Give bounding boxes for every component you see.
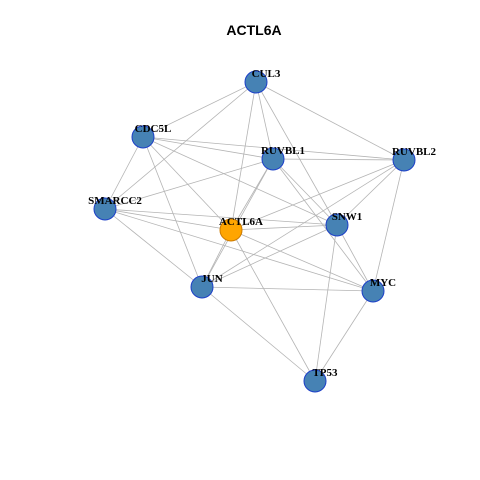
edge-ruvbl2-myc <box>372 159 405 292</box>
node-label-tp53: TP53 <box>312 367 338 379</box>
node-snw1 <box>325 213 349 237</box>
edge-cul3-ruvbl1 <box>255 81 274 160</box>
node-tp53 <box>303 369 327 393</box>
edge-cul3-snw1 <box>255 81 338 226</box>
node-myc <box>361 279 385 303</box>
edge-myc-tp53 <box>314 290 374 382</box>
edge-snw1-myc <box>336 224 374 292</box>
node-actl6a <box>219 218 243 242</box>
edge-cul3-smarcc2 <box>104 81 257 210</box>
edge-actl6a-snw1 <box>230 224 338 231</box>
edge-smarcc2-actl6a <box>104 208 232 231</box>
node-label-cdc5l: CDC5L <box>135 123 172 135</box>
edge-ruvbl1-myc <box>272 158 374 292</box>
edges-layer <box>104 81 405 382</box>
edge-ruvbl1-smarcc2 <box>104 158 274 210</box>
node-ruvbl2 <box>392 148 416 172</box>
node-label-jun: JUN <box>201 273 222 285</box>
node-ruvbl1 <box>261 147 285 171</box>
node-label-smarcc2: SMARCC2 <box>88 195 142 207</box>
graph-title: ACTL6A <box>226 22 281 38</box>
node-cdc5l <box>131 125 155 149</box>
edge-smarcc2-myc <box>104 208 374 292</box>
edge-actl6a-myc <box>230 229 374 292</box>
node-label-snw1: SNW1 <box>332 211 363 223</box>
node-label-cul3: CUL3 <box>252 68 281 80</box>
node-label-myc: MYC <box>370 277 396 289</box>
edge-actl6a-tp53 <box>230 229 316 382</box>
edge-ruvbl1-ruvbl2 <box>272 158 405 161</box>
node-label-ruvbl1: RUVBL1 <box>261 145 305 157</box>
node-cul3 <box>244 70 268 94</box>
edge-cdc5l-smarcc2 <box>104 136 144 210</box>
edge-cdc5l-jun <box>142 136 203 288</box>
node-label-ruvbl2: RUVBL2 <box>392 146 437 158</box>
edge-ruvbl1-snw1 <box>272 158 338 226</box>
edge-ruvbl2-actl6a <box>230 159 405 231</box>
edge-cul3-ruvbl2 <box>255 81 405 161</box>
edge-smarcc2-snw1 <box>104 208 338 226</box>
edge-ruvbl2-snw1 <box>336 159 405 226</box>
edge-ruvbl2-jun <box>201 159 405 288</box>
edge-cdc5l-actl6a <box>142 136 232 231</box>
edge-jun-myc <box>201 286 374 292</box>
edge-cdc5l-snw1 <box>142 136 338 226</box>
edge-cul3-cdc5l <box>142 81 257 138</box>
node-smarcc2 <box>93 197 117 221</box>
nodes-layer <box>93 70 416 393</box>
node-jun <box>190 275 214 299</box>
edge-cdc5l-ruvbl1 <box>142 136 274 160</box>
node-label-actl6a: ACTL6A <box>219 216 263 228</box>
edge-snw1-jun <box>201 224 338 288</box>
edge-smarcc2-jun <box>104 208 203 288</box>
edge-snw1-tp53 <box>314 224 338 382</box>
edge-cul3-actl6a <box>230 81 257 231</box>
edge-jun-tp53 <box>201 286 316 382</box>
